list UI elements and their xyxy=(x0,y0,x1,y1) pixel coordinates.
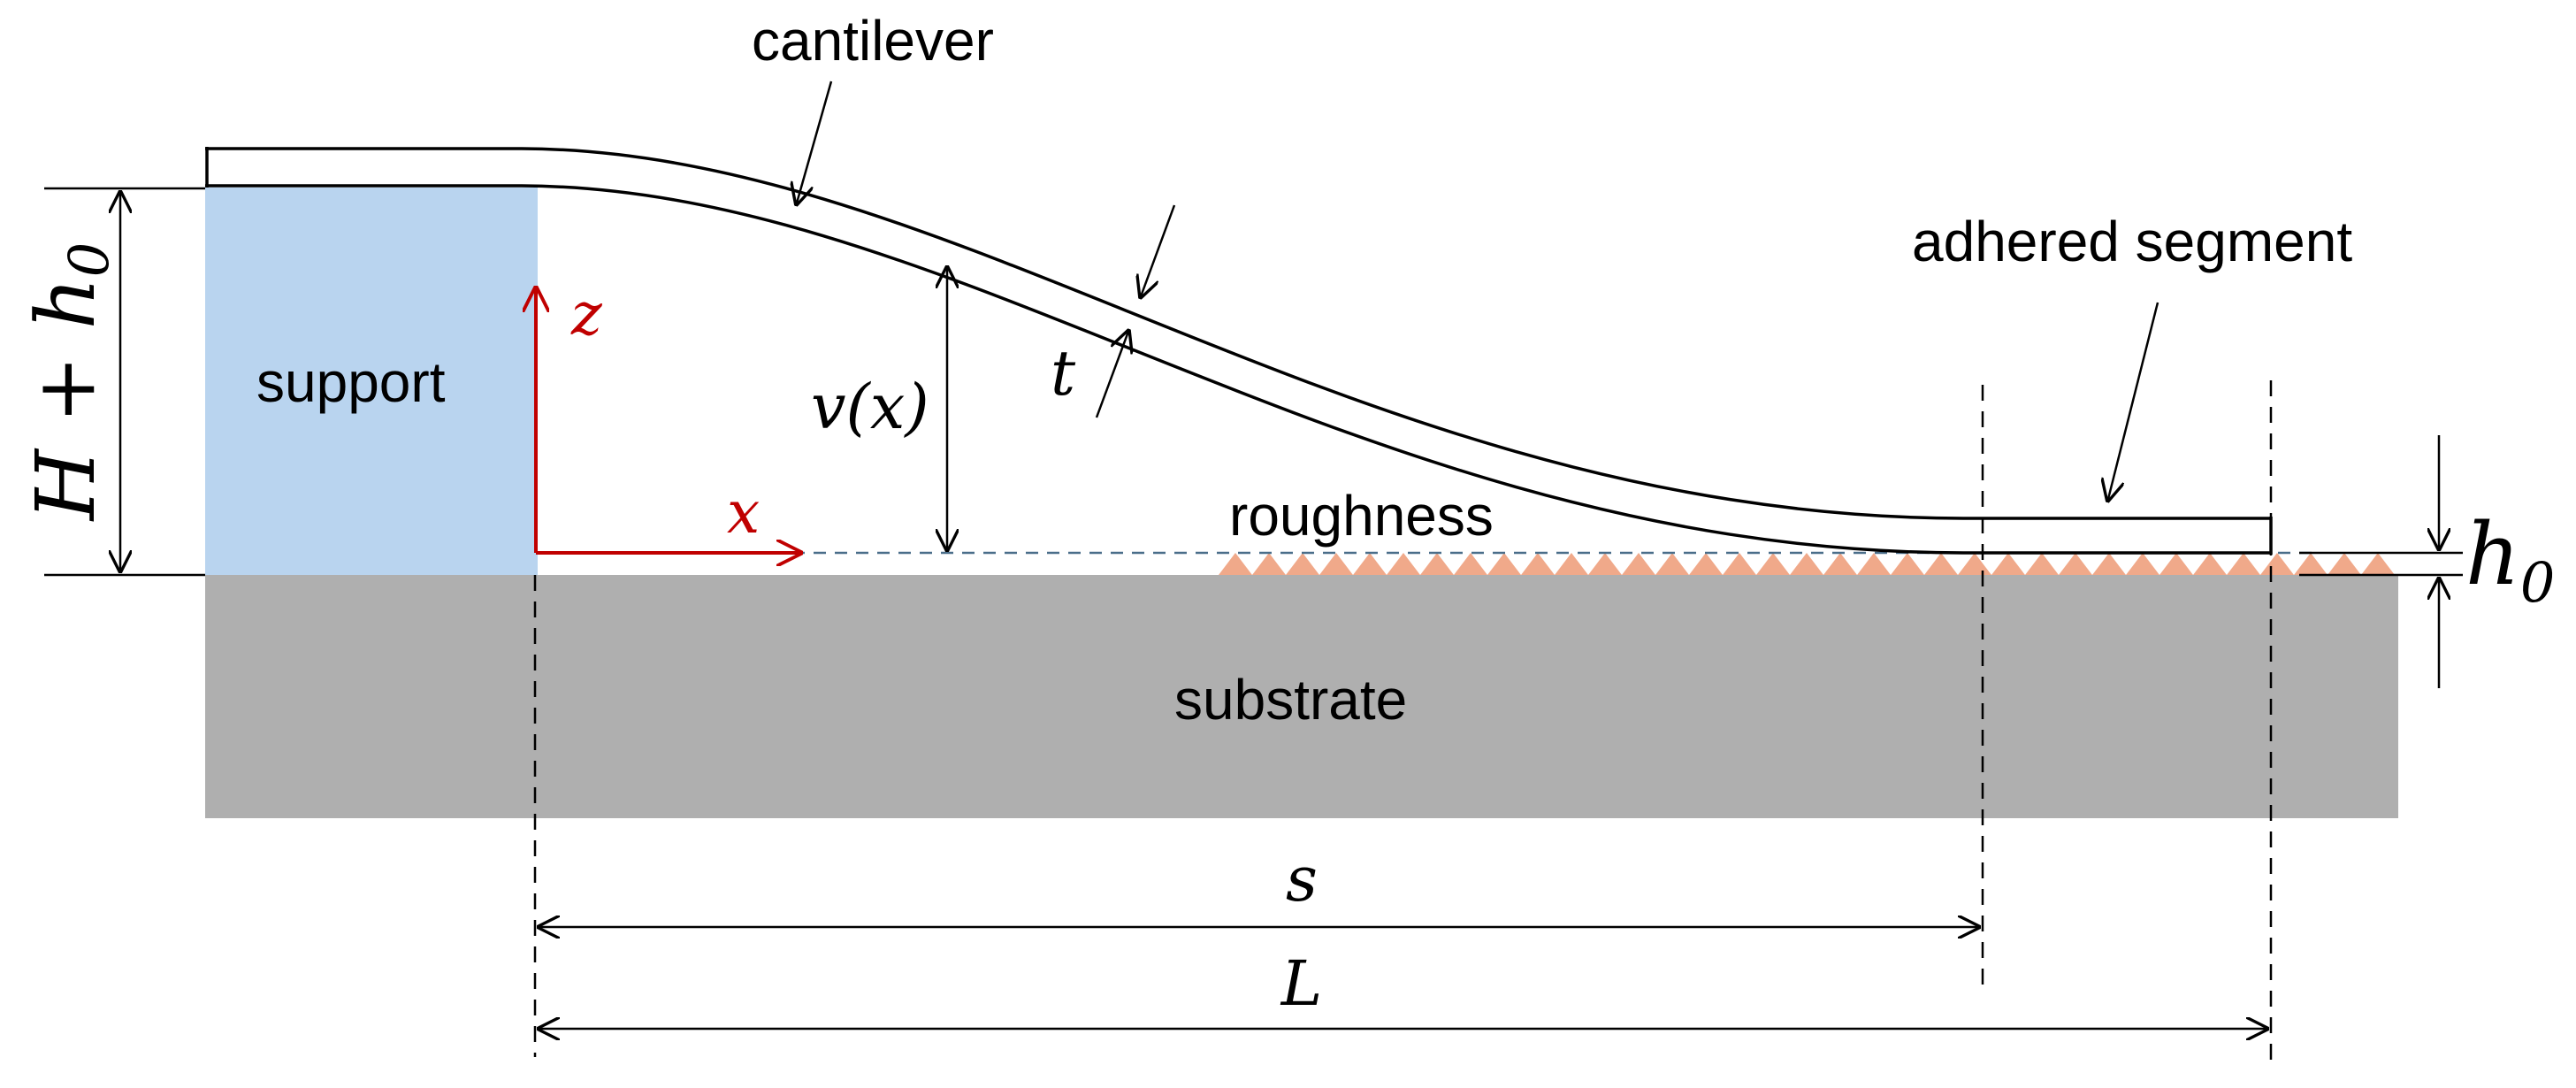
roughness-asperity xyxy=(1857,553,1891,575)
cantilever-bottom-surface xyxy=(205,184,2271,555)
adhered-segment-label: adhered segment xyxy=(1912,210,2352,273)
L-label: L xyxy=(1280,947,1322,1020)
support-block xyxy=(205,188,538,575)
substrate-label: substrate xyxy=(1174,668,1407,732)
roughness-asperity xyxy=(1723,553,1756,575)
roughness-asperity xyxy=(1756,553,1790,575)
s-label: s xyxy=(1286,843,1318,916)
x-axis-label: x xyxy=(727,479,760,547)
roughness-asperity xyxy=(1420,553,1454,575)
roughness-asperity xyxy=(2294,553,2328,575)
roughness-asperity xyxy=(1991,553,2025,575)
z-axis-label: z xyxy=(570,280,603,349)
roughness-label: roughness xyxy=(1229,484,1494,548)
roughness-asperity xyxy=(1958,553,1991,575)
cantilever-pointer xyxy=(796,80,833,206)
roughness-asperity xyxy=(1286,553,1319,575)
roughness-asperity xyxy=(2092,553,2126,575)
roughness-asperity xyxy=(1588,553,1622,575)
roughness-asperity xyxy=(1823,553,1857,575)
cantilever-label: cantilever xyxy=(752,9,994,73)
roughness-asperity xyxy=(1319,553,1353,575)
roughness-asperity xyxy=(1622,553,1655,575)
roughness-asperity xyxy=(1555,553,1588,575)
thickness-arrow-bottom xyxy=(1095,329,1129,418)
roughness-asperity xyxy=(2159,553,2193,575)
roughness-asperity xyxy=(1252,553,1286,575)
roughness-asperity xyxy=(1454,553,1487,575)
roughness-asperity xyxy=(2260,553,2294,575)
h0-label: h0 xyxy=(2465,505,2555,615)
roughness-asperity xyxy=(2025,553,2059,575)
roughness-asperity xyxy=(1790,553,1823,575)
roughness-asperity xyxy=(1353,553,1387,575)
roughness-asperity xyxy=(1924,553,1958,575)
thickness-label: t xyxy=(1051,337,1076,410)
height-label: H + h0 xyxy=(19,242,121,523)
support-label: support xyxy=(256,350,446,414)
thickness-arrow-top xyxy=(1140,204,1176,299)
deflection-label: v(x) xyxy=(811,371,929,443)
cantilever-top-surface xyxy=(205,147,2271,520)
roughness-asperity xyxy=(1891,553,1924,575)
roughness-asperity xyxy=(1487,553,1521,575)
roughness-asperity xyxy=(1219,553,1252,575)
roughness-asperity xyxy=(2227,553,2260,575)
roughness-asperity xyxy=(1387,553,1420,575)
roughness-asperities xyxy=(1219,553,2395,575)
roughness-asperity xyxy=(2059,553,2092,575)
roughness-asperity xyxy=(2126,553,2159,575)
roughness-asperity xyxy=(1689,553,1723,575)
roughness-asperity xyxy=(2193,553,2227,575)
roughness-asperity xyxy=(2361,553,2395,575)
roughness-asperity xyxy=(2328,553,2361,575)
roughness-asperity xyxy=(1521,553,1555,575)
roughness-asperity xyxy=(1655,553,1689,575)
adhered-segment-pointer xyxy=(2107,302,2159,502)
substrate-block xyxy=(205,575,2398,818)
